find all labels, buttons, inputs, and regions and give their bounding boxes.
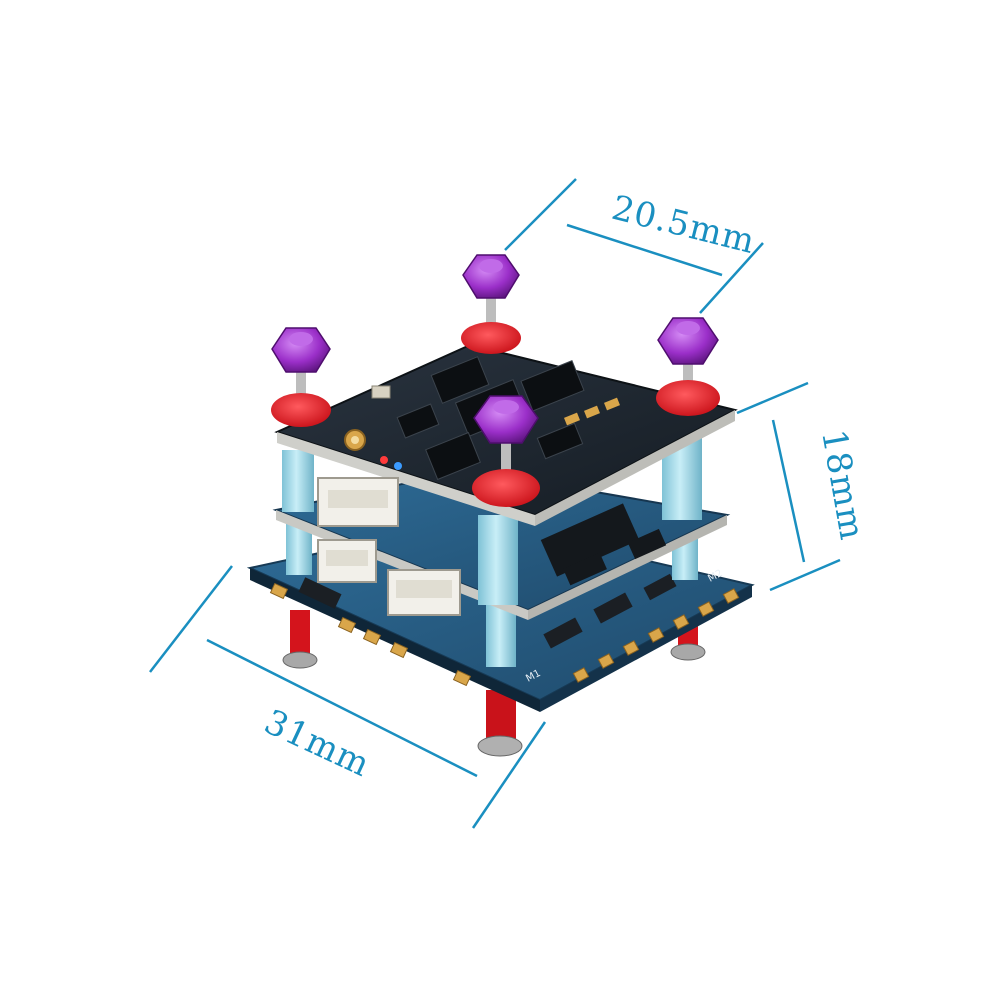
gold-pads: [269, 582, 740, 687]
standoff-front-upper: [478, 515, 518, 605]
mounting-hardware: [271, 254, 720, 507]
length-extension-left: [149, 565, 233, 673]
purple-nut-left: [271, 327, 331, 373]
width-extension-left: [504, 178, 577, 251]
esc-board-edge-right: [540, 585, 752, 712]
red-washer-front: [472, 469, 540, 507]
bottom-standoff-left: [290, 610, 310, 660]
led-blue: [394, 462, 402, 470]
standoff-left-upper: [282, 450, 314, 512]
dimension-annotations: [149, 178, 841, 829]
middle-chips: [540, 503, 667, 586]
purple-nut-front: [473, 395, 539, 444]
fc-board-edge-right: [535, 410, 735, 526]
height-extension-bottom: [769, 558, 841, 592]
width-dimension-line: [566, 223, 723, 277]
width-dimension-label: 20.5mm: [608, 188, 760, 262]
bottom-screw-head-left: [282, 651, 318, 669]
esc-components: [298, 573, 677, 649]
led-red: [380, 456, 388, 464]
width-extension-right: [699, 242, 764, 314]
red-washer-right: [656, 380, 720, 416]
length-dimension-label: 31mm: [258, 702, 376, 785]
standoff-front-lower: [486, 605, 516, 667]
bottom-screw-head-front: [477, 735, 523, 757]
middle-board-edge: [276, 510, 528, 620]
length-extension-right: [471, 721, 547, 829]
middle-board-edge-right: [528, 515, 727, 620]
red-washer-back: [461, 322, 521, 354]
bind-button: [371, 385, 391, 399]
red-washer-left: [271, 393, 331, 427]
purple-nut-back: [462, 254, 520, 299]
fc-board-edge: [277, 432, 535, 526]
height-dimension-label: 18mm: [813, 427, 872, 544]
fc-pads: [564, 397, 620, 426]
length-dimension-line: [206, 638, 478, 778]
purple-nut-right: [657, 317, 719, 365]
middle-connectors: [317, 539, 461, 616]
height-extension-top: [736, 381, 809, 415]
bottom-screw-head-right: [670, 643, 706, 661]
height-dimension-line: [771, 419, 806, 563]
